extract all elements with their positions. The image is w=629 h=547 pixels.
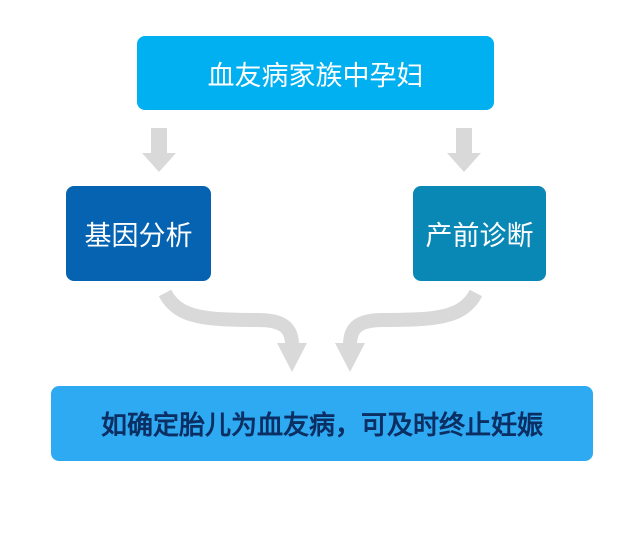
arrow-top-to-left — [142, 128, 176, 172]
node-prenatal-diagnosis: 产前诊断 — [413, 186, 546, 281]
node-prenatal-diagnosis-label: 产前诊断 — [425, 221, 534, 252]
node-outcome: 如确定胎儿为血友病，可及时终止妊娠 — [51, 386, 593, 461]
arrow-left-to-bottom — [158, 289, 299, 346]
arrow-right-to-bottom-head — [335, 343, 365, 372]
node-pregnant-woman-label: 血友病家族中孕妇 — [207, 60, 424, 92]
arrow-right-to-bottom — [343, 289, 483, 346]
node-genetic-analysis-label: 基因分析 — [84, 221, 193, 252]
node-outcome-label: 如确定胎儿为血友病，可及时终止妊娠 — [100, 411, 543, 441]
arrow-top-to-right — [447, 128, 481, 172]
arrow-left-to-bottom-head — [277, 343, 307, 372]
node-genetic-analysis: 基因分析 — [66, 186, 211, 281]
node-pregnant-woman: 血友病家族中孕妇 — [137, 36, 494, 110]
